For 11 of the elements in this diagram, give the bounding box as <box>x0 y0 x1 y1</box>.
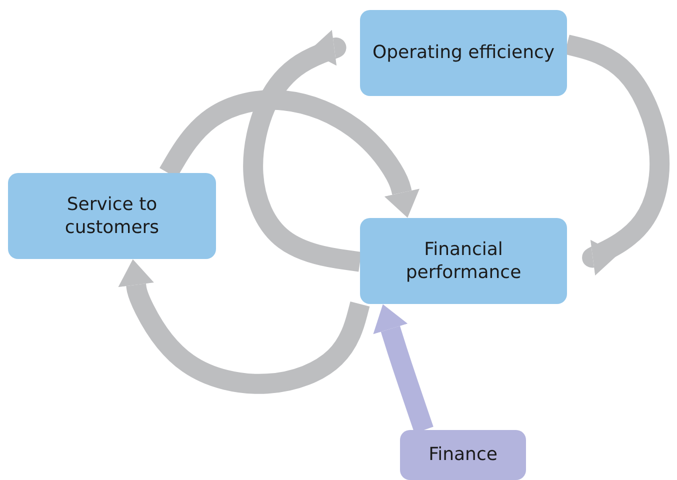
process-box <box>400 430 526 480</box>
box-label: Operating efficiency <box>372 41 555 65</box>
process-box <box>360 218 567 304</box>
box-label: Finance <box>428 443 498 467</box>
process-box <box>360 10 567 96</box>
curved-arrow <box>243 30 362 272</box>
curved-arrow <box>564 34 670 276</box>
curved-arrow <box>160 90 420 218</box>
box-label: Financial performance <box>404 238 522 284</box>
process-box <box>8 173 216 259</box>
box-label: Service to customers <box>64 192 160 240</box>
